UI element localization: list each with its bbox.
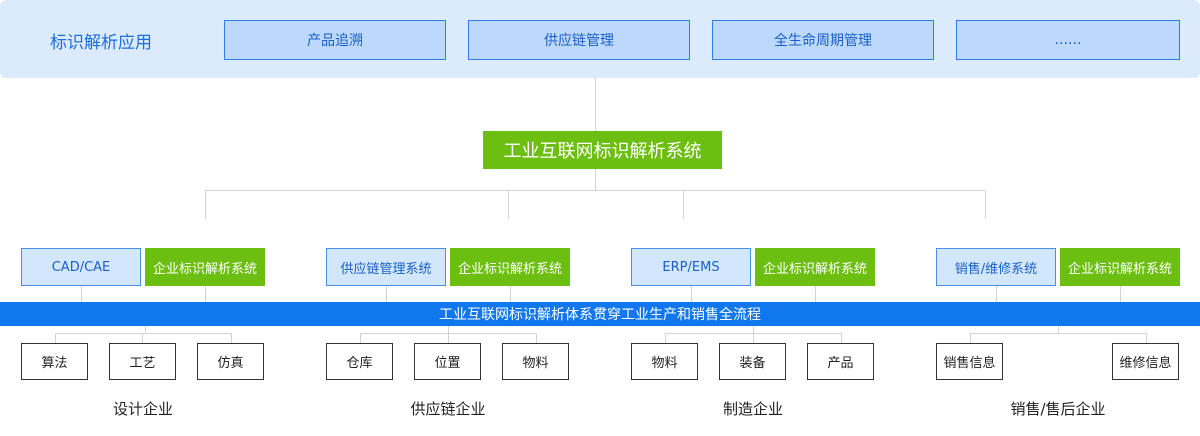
connector: [536, 333, 537, 343]
connector: [665, 333, 666, 343]
app-lifecycle[interactable]: 全生命周期管理: [712, 20, 934, 60]
connector: [386, 286, 387, 302]
leaf-simulation: 仿真: [197, 343, 264, 380]
system-box: 供应链管理系统: [326, 248, 446, 286]
leaf-material: 物料: [502, 343, 569, 380]
leaf-process: 工艺: [109, 343, 176, 380]
connector: [970, 333, 1147, 334]
connector: [142, 333, 143, 343]
app-product-traceability[interactable]: 产品追溯: [224, 20, 446, 60]
connector: [985, 190, 986, 219]
group-label: 销售/售后企业: [1010, 400, 1106, 418]
connector: [448, 333, 449, 343]
connector: [205, 286, 206, 302]
leaf-warehouse: 仓库: [326, 343, 393, 380]
connector: [1058, 326, 1059, 334]
enterprise-system-box: 企业标识解析系统: [145, 248, 265, 286]
connector: [753, 326, 754, 334]
connector: [683, 190, 684, 219]
connector: [1120, 286, 1121, 302]
system-box: CAD/CAE: [21, 248, 141, 286]
connector: [1146, 333, 1147, 343]
connector: [815, 286, 816, 302]
connector: [510, 286, 511, 302]
connector: [55, 333, 56, 343]
connector: [595, 78, 596, 131]
connector: [841, 333, 842, 343]
leaf-sales-info: 销售信息: [936, 343, 1003, 380]
connector: [55, 333, 232, 334]
connector: [205, 190, 986, 191]
app-supply-chain[interactable]: 供应链管理: [468, 20, 690, 60]
leaf-repair-info: 维修信息: [1112, 343, 1179, 380]
app-more[interactable]: ......: [956, 20, 1180, 60]
connector: [448, 326, 449, 334]
connector: [360, 333, 361, 343]
application-title: 标识解析应用: [50, 33, 152, 53]
enterprise-system-box: 企业标识解析系统: [450, 248, 570, 286]
system-box: 销售/维修系统: [936, 248, 1056, 286]
enterprise-system-box: 企业标识解析系统: [1060, 248, 1180, 286]
process-band: 工业互联网标识解析体系贯穿工业生产和销售全流程: [0, 302, 1200, 326]
connector: [205, 190, 206, 219]
leaf-algorithm: 算法: [21, 343, 88, 380]
connector: [508, 190, 509, 219]
enterprise-system-box: 企业标识解析系统: [755, 248, 875, 286]
connector: [231, 333, 232, 343]
connector: [996, 286, 997, 302]
connector: [753, 333, 754, 343]
connector: [970, 333, 971, 343]
group-label: 供应链企业: [410, 400, 486, 418]
connector: [81, 286, 82, 302]
group-label: 设计企业: [112, 400, 173, 418]
group-label: 制造企业: [722, 400, 783, 418]
leaf-material: 物料: [631, 343, 698, 380]
leaf-product: 产品: [807, 343, 874, 380]
leaf-location: 位置: [414, 343, 481, 380]
connector: [145, 326, 146, 334]
connector: [595, 169, 596, 191]
central-identifier-system: 工业互联网标识解析系统: [483, 131, 722, 169]
system-box: ERP/EMS: [631, 248, 751, 286]
leaf-equipment: 装备: [719, 343, 786, 380]
connector: [691, 286, 692, 302]
